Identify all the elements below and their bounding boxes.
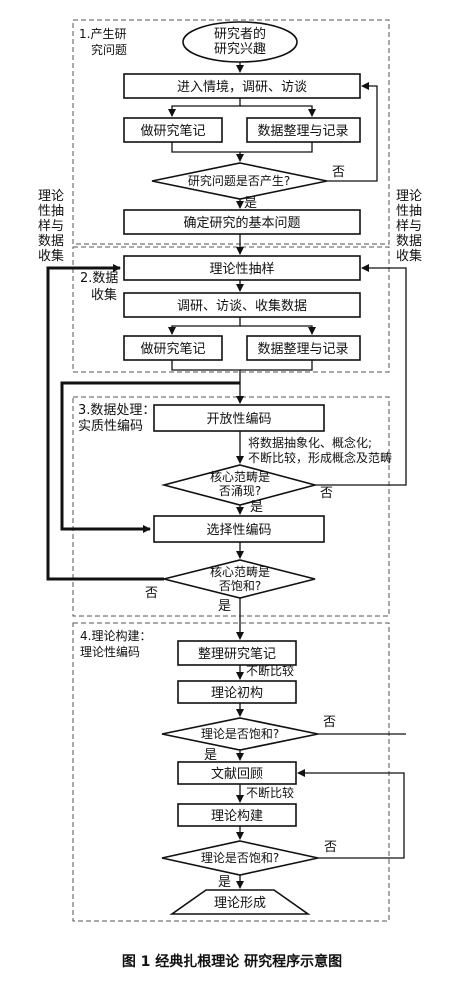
section-4-frame [72,622,390,922]
notes1-text: 做研究笔记 [140,123,205,139]
build-box [177,803,297,827]
section-2-title: 2.数据收集 [80,271,118,303]
left-side-label: 理论性抽样与数据收集 [38,189,64,264]
initial-theory-text: 理论初构 [211,686,263,701]
review-text: 文献回顾 [211,767,263,782]
arrow-feedback-left-outer [46,264,164,581]
section-2-frame [72,246,390,373]
enter-box [123,73,361,99]
arrow-notes1-dec1 [171,142,244,162]
sampling-box [123,255,361,281]
review-box [177,761,297,785]
dec1-no-label: 否 [332,165,345,180]
arrow-collect-data2 [240,325,316,335]
data2-text: 数据整理与记录 [257,342,348,357]
compare2-note: 不断比较 [246,785,294,800]
organize-notes-box [177,640,297,666]
arrow-feedback-left-inner [60,381,240,533]
dec1-yes-label: 是 [244,196,257,211]
decision-2-text: 核心范畴是否涌现? [210,470,270,498]
decision-4-text: 理论是否饱和? [201,726,279,741]
basic-box [123,209,361,235]
section-3-title: 3.数据处理：实质性编码 [78,403,155,434]
arrow-collect-notes2 [168,317,241,335]
notes1-box [123,117,223,143]
section-3-frame [72,396,390,617]
enter-text: 进入情境，调研、访谈 [177,80,307,95]
arrow-dec1-no [327,82,378,182]
dec4-yes-label: 是 [204,748,217,763]
right-side-label: 理论性抽样与数据收集 [396,189,422,264]
start-text: 研究者的研究兴趣 [214,26,266,57]
data2-box [246,335,361,361]
sampling-text: 理论性抽样 [209,262,274,277]
section-1-title: 1.产生研究问题 [79,27,127,57]
selective-coding-text: 选择性编码 [206,523,271,538]
arrow-data2-open [240,360,313,371]
figure-caption: 图 1 经典扎根理论 研究程序示意图 [122,953,342,970]
dec5-no-label: 否 [324,840,337,855]
end-text: 理论形成 [214,896,266,911]
data1-box [246,117,361,143]
notes2-text: 做研究笔记 [140,341,205,357]
arrow-feedback-right [315,264,407,486]
selective-coding-box [153,515,325,543]
collect-text: 调研、访谈、收集数据 [177,298,307,314]
section-4-title: 4.理论构建：理论性编码 [80,628,151,659]
arrow-dec5-no [297,769,405,859]
dec2-yes-label: 是 [250,500,263,515]
compare1-note: 不断比较 [246,663,294,678]
dec2-no-label: 否 [320,486,333,501]
open-coding-box [153,404,325,432]
dec3-yes-label: 是 [218,599,231,614]
arrow-enter-notes1 [168,98,241,117]
arrow-notes2-open [171,360,244,404]
section-1-frame [72,19,390,245]
organize-notes-text: 整理研究笔记 [198,646,276,662]
dec5-yes-label: 是 [218,875,231,890]
data1-text: 数据整理与记录 [257,124,348,139]
build-text: 理论构建 [211,809,263,824]
decision-3-text: 核心范畴是否饱和? [210,565,270,593]
dec4-no-label: 否 [323,715,336,730]
collect-box [123,292,361,318]
decision-1-text: 研究问题是否产生? [188,173,290,188]
abstract-note: 将数据抽象化、概念化;不断比较，形成概念及范畴 [248,435,392,465]
notes2-box [123,335,223,361]
arrow-enter-data1 [240,105,316,117]
arrow-data1-dec1 [240,142,313,153]
basic-text: 确定研究的基本问题 [183,215,300,231]
initial-theory-box [177,680,297,704]
decision-5-text: 理论是否饱和? [201,850,279,865]
open-coding-text: 开放性编码 [206,412,271,427]
end-node [169,889,311,915]
dec3-no-label: 否 [145,586,158,601]
